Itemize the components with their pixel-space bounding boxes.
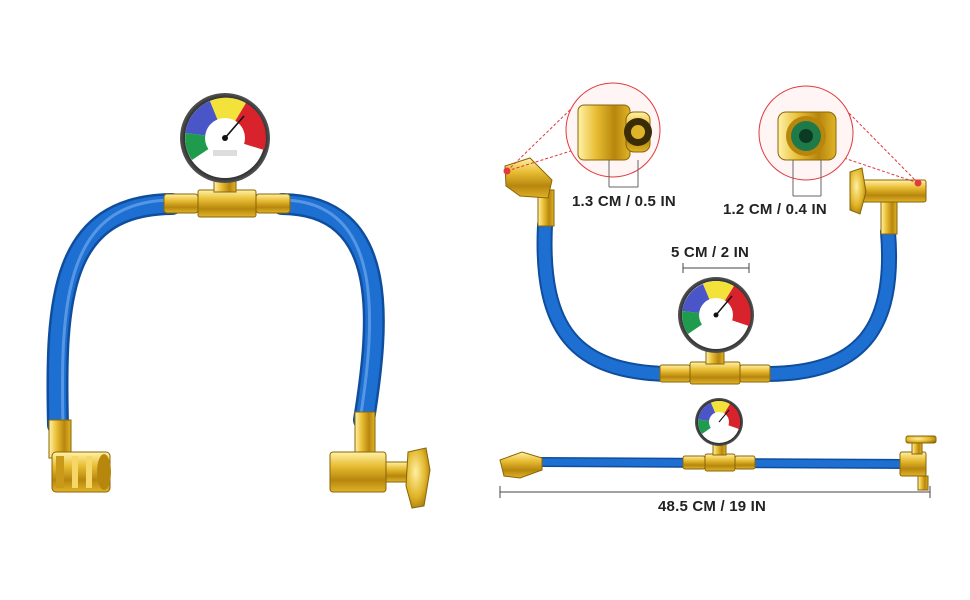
callout-right-coupler bbox=[758, 85, 922, 197]
quick-coupler-icon bbox=[48, 419, 111, 493]
hose-assembly-detail bbox=[503, 82, 927, 385]
gauge-width-label: 5 CM / 2 IN bbox=[671, 244, 750, 261]
hose-length-label: 48.5 CM / 19 IN bbox=[658, 498, 767, 515]
hose-assembly-large bbox=[46, 93, 431, 509]
valve-handle-icon bbox=[899, 435, 937, 491]
pressure-gauge-icon bbox=[180, 93, 270, 183]
callout-left-coupler bbox=[503, 82, 661, 188]
hose-assembly-straight bbox=[499, 398, 937, 498]
coupler-left-size-label: 1.3 CM / 0.5 IN bbox=[572, 193, 676, 210]
dimension-gauge-width bbox=[682, 263, 750, 273]
quick-coupler-icon bbox=[504, 157, 555, 227]
pressure-gauge-icon bbox=[695, 398, 743, 446]
quick-coupler-icon bbox=[499, 451, 543, 479]
dimension-hose-length bbox=[499, 486, 931, 498]
pressure-gauge-icon bbox=[678, 277, 754, 353]
valve-handle-icon bbox=[329, 411, 431, 509]
valve-handle-icon bbox=[849, 167, 927, 235]
coupler-right-size-label: 1.2 CM / 0.4 IN bbox=[723, 201, 827, 218]
